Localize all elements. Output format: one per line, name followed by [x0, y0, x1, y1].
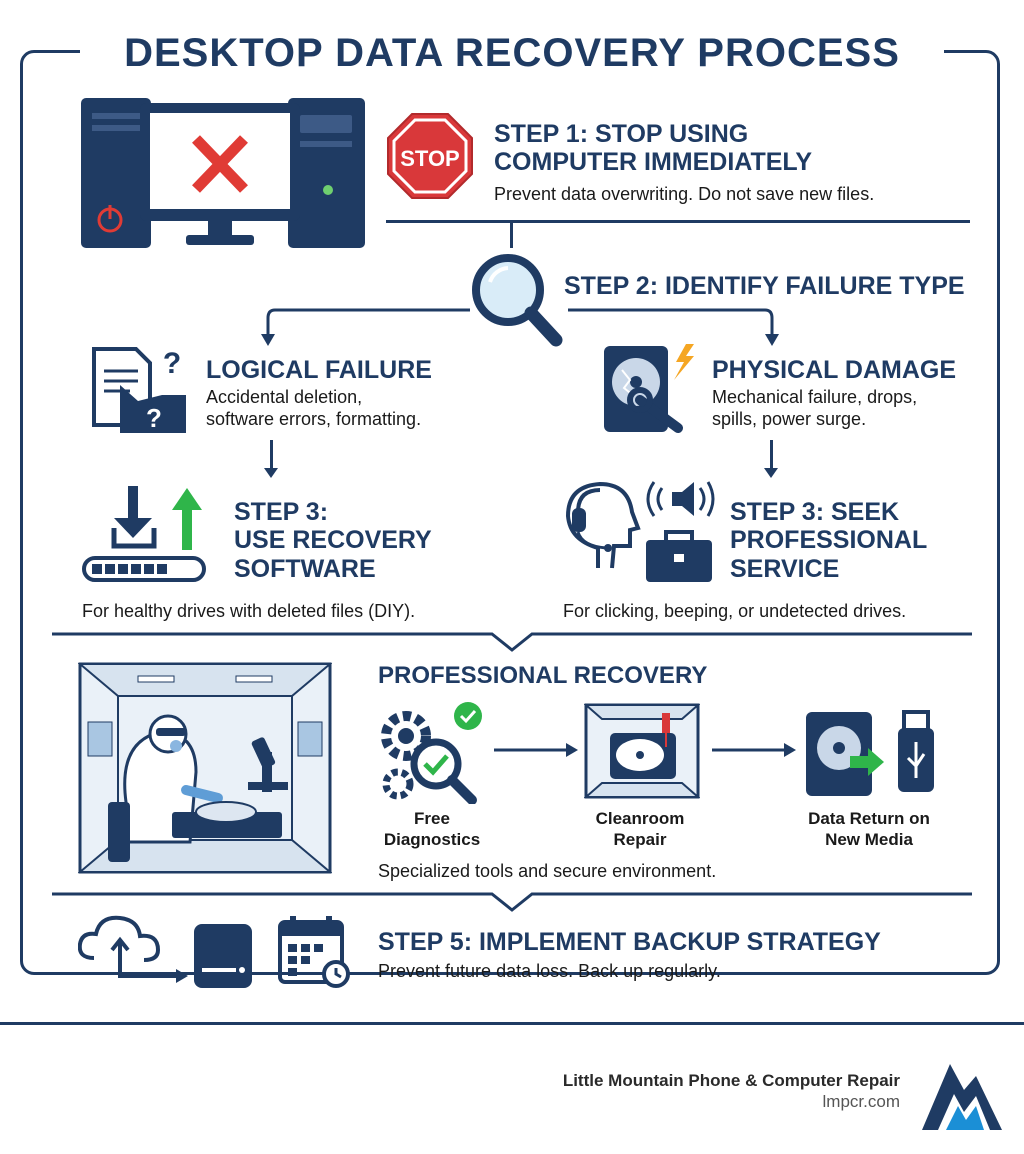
backup-icons	[78, 915, 350, 988]
stage1-line2: Diagnostics	[383, 830, 481, 849]
step3-software-description: For healthy drives with deleted files (D…	[82, 601, 416, 621]
professional-heading: PROFESSIONAL RECOVERY	[378, 662, 708, 689]
step3-pro-description: For clicking, beeping, or undetected dri…	[563, 601, 907, 621]
step1-connector	[510, 220, 513, 248]
step3-software-line3: SOFTWARE	[234, 555, 376, 583]
step3-software-line2: USE RECOVERY	[234, 526, 432, 554]
step3-pro-line2: PROFESSIONAL	[730, 526, 928, 554]
calendar-backup-icon	[278, 916, 350, 988]
magnifier-icon	[472, 254, 563, 347]
step3-pro-line3: SERVICE	[730, 555, 840, 583]
physical-arrow-shaft	[770, 440, 773, 468]
footer-divider	[0, 1022, 1024, 1025]
headset-support-icon	[565, 481, 715, 569]
process-arrow-1	[494, 743, 578, 757]
step1-heading-line1: STEP 1: STOP USING	[494, 120, 749, 148]
gears-check-icon	[381, 702, 482, 804]
drive-icon	[194, 924, 252, 988]
step1-divider	[386, 220, 970, 223]
step1-heading-line2: COMPUTER IMMEDIATELY	[494, 148, 813, 176]
stop-sign-icon: STOP	[387, 113, 473, 199]
step5-description: Prevent future data loss. Back up regula…	[378, 961, 721, 981]
logical-desc-line2: software errors, formatting.	[206, 409, 422, 429]
cleanroom-drive-icon	[584, 703, 700, 799]
logical-heading: LOGICAL FAILURE	[206, 356, 432, 384]
page-title: DESKTOP DATA RECOVERY PROCESS	[80, 26, 944, 80]
logical-arrow-head	[264, 468, 278, 478]
step3-pro-line1: STEP 3: SEEK	[730, 498, 900, 526]
section-divider-2	[52, 892, 972, 912]
footer-url: lmpcr.com	[822, 1092, 900, 1111]
hard-drive-damage-icon	[604, 344, 694, 433]
physical-arrow-head	[764, 468, 778, 478]
cloud-upload-icon	[78, 915, 188, 983]
desktop-computer-icon	[81, 98, 365, 248]
company-logo-icon	[922, 1064, 1002, 1130]
branch-arrows	[261, 308, 779, 346]
download-icon	[82, 486, 206, 582]
stage3-line2: New Media	[825, 830, 913, 849]
process-arrow-2	[712, 743, 796, 757]
footer-company-name: Little Mountain Phone & Computer Repair	[562, 1071, 900, 1090]
logical-desc-line1: Accidental deletion,	[206, 387, 363, 407]
step3-software-line1: STEP 3:	[234, 498, 329, 526]
section-divider-1	[52, 632, 972, 652]
technician-icon	[78, 662, 332, 874]
stage2-line2: Repair	[613, 830, 667, 849]
step5-heading: STEP 5: IMPLEMENT BACKUP STRATEGY	[378, 928, 881, 956]
stage2-line1: Cleanroom	[595, 809, 685, 828]
step1-description: Prevent data overwriting. Do not save ne…	[494, 184, 875, 204]
toolbox-icon	[646, 530, 712, 582]
physical-desc-line1: Mechanical failure, drops,	[712, 387, 918, 407]
physical-heading: PHYSICAL DAMAGE	[712, 356, 957, 384]
svg-text:?: ?	[146, 403, 162, 433]
step2-heading: STEP 2: IDENTIFY FAILURE TYPE	[564, 272, 965, 300]
stop-sign-text: STOP	[400, 146, 460, 171]
stage1-line1: Free	[414, 809, 450, 828]
drive-usb-icon	[806, 710, 934, 796]
svg-text:?: ?	[163, 347, 181, 380]
logical-arrow-shaft	[270, 440, 273, 468]
physical-desc-line2: spills, power surge.	[712, 409, 867, 429]
professional-description: Specialized tools and secure environment…	[378, 861, 717, 881]
file-question-icon: ? ?	[92, 347, 186, 433]
stage3-line1: Data Return on	[808, 809, 930, 828]
